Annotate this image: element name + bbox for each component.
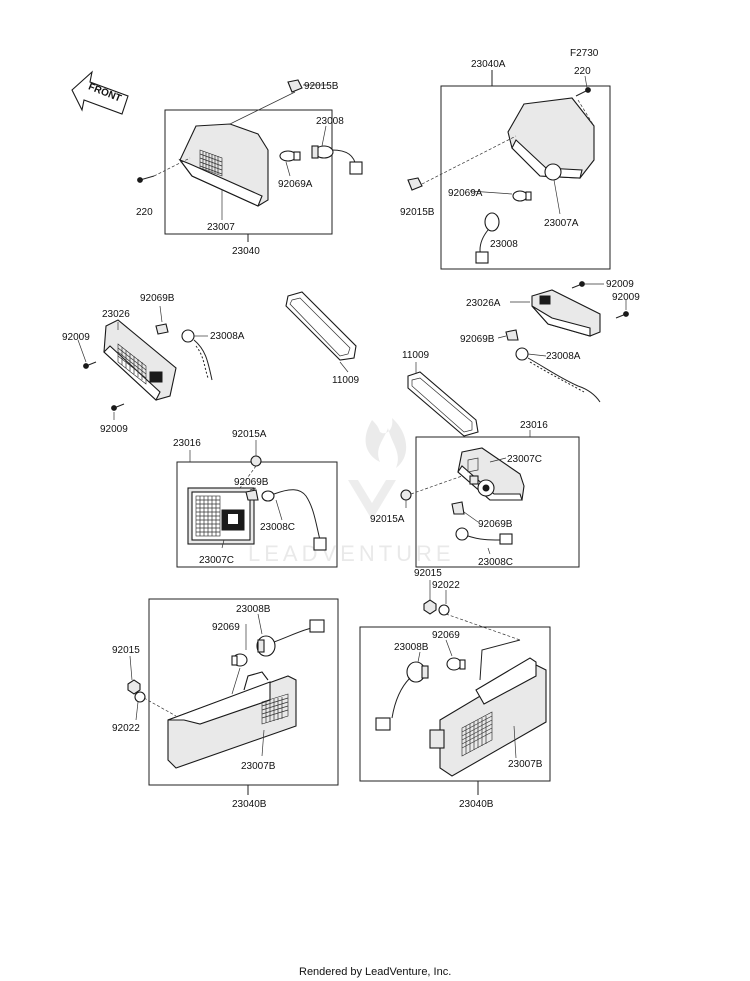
label-92069B: 92069B bbox=[234, 477, 269, 488]
screw-icon bbox=[571, 281, 585, 289]
label-23007C: 23007C bbox=[507, 454, 542, 465]
label-23008B: 23008B bbox=[236, 604, 271, 615]
label-92015A: 92015A bbox=[232, 429, 267, 440]
label-92015: 92015 bbox=[112, 645, 140, 656]
socket-harness-icon bbox=[375, 661, 429, 731]
bulb-icon bbox=[446, 657, 466, 671]
bulb-icon bbox=[245, 489, 259, 501]
washer-icon bbox=[134, 691, 146, 703]
label-92009: 92009 bbox=[606, 279, 634, 290]
leadventure-watermark: LEADVENTURE bbox=[248, 418, 455, 566]
label-92069: 92069 bbox=[432, 630, 460, 641]
label-23026A: 23026A bbox=[466, 298, 501, 309]
lens-grid-icon bbox=[467, 457, 479, 473]
label-23016: 23016 bbox=[173, 438, 201, 449]
clip-icon bbox=[400, 489, 412, 501]
label-23040A: 23040A bbox=[471, 59, 506, 70]
label-23008: 23008 bbox=[316, 116, 344, 127]
label-23026: 23026 bbox=[102, 309, 130, 320]
nut-icon bbox=[127, 679, 141, 695]
bulb-icon bbox=[512, 190, 532, 202]
label-92022: 92022 bbox=[432, 580, 460, 591]
lens-grid-icon bbox=[195, 495, 221, 537]
lens-grid-icon bbox=[199, 149, 223, 177]
assembly-23040B-right: 92015 92022 23008B 92069 23007B 23040B bbox=[359, 568, 551, 810]
label-23040B: 23040B bbox=[459, 799, 494, 810]
screw-icon bbox=[137, 175, 155, 183]
screw-icon bbox=[111, 403, 125, 411]
socket-harness-icon bbox=[455, 527, 513, 545]
footer-credit: Rendered by LeadVenture, Inc. bbox=[299, 966, 451, 978]
assembly-23040B-left: 23008B 92069 92015 92022 23007B 23040B bbox=[112, 598, 339, 810]
bulb-icon bbox=[231, 653, 248, 667]
socket-harness-icon bbox=[475, 212, 500, 264]
socket-harness-icon bbox=[261, 489, 327, 551]
assembly-23026: 92069B 23026 92009 23008A 92009 bbox=[62, 293, 245, 435]
label-23008: 23008 bbox=[490, 239, 518, 250]
label-220: 220 bbox=[574, 66, 591, 77]
nut-icon bbox=[423, 599, 437, 615]
label-92009: 92009 bbox=[62, 332, 90, 343]
label-92009: 92009 bbox=[612, 292, 640, 303]
label-23008C: 23008C bbox=[260, 522, 295, 533]
label-23008A: 23008A bbox=[210, 331, 245, 342]
label-11009: 11009 bbox=[402, 350, 430, 361]
clip-icon bbox=[287, 79, 303, 93]
label-23007A: 23007A bbox=[544, 218, 579, 229]
gasket-11009-lower: 11009 bbox=[402, 350, 479, 437]
washer-icon bbox=[438, 604, 450, 616]
label-23008C: 23008C bbox=[478, 557, 513, 568]
label-92069B: 92069B bbox=[478, 519, 513, 530]
socket-harness-icon bbox=[256, 619, 325, 657]
label-92015B: 92015B bbox=[400, 207, 435, 218]
label-23007: 23007 bbox=[207, 222, 235, 233]
label-23007B: 23007B bbox=[241, 761, 276, 772]
label-23016: 23016 bbox=[520, 420, 548, 431]
label-23040: 23040 bbox=[232, 246, 260, 257]
label-23008B: 23008B bbox=[394, 642, 429, 653]
label-92069B: 92069B bbox=[460, 334, 495, 345]
assembly-23016-left: 23016 92015A 92069B 23008C 23007C bbox=[173, 429, 338, 568]
screw-icon bbox=[615, 311, 629, 319]
label-92069B: 92069B bbox=[140, 293, 175, 304]
label-23007B: 23007B bbox=[508, 759, 543, 770]
assembly-23040: 92015B 23008 92069A 220 23007 23040 bbox=[136, 79, 363, 257]
assembly-23016-right: 23016 23007C 92015A 92069B 23008C bbox=[370, 420, 580, 568]
watermark-text: LEADVENTURE bbox=[248, 541, 455, 566]
assembly-23040A: 23040A 220 92069A 92015B 23007A 23008 bbox=[400, 59, 611, 270]
screw-icon bbox=[575, 87, 591, 97]
lens-grid-icon bbox=[261, 693, 289, 725]
bulb-icon bbox=[505, 329, 519, 341]
clip-icon bbox=[407, 177, 423, 191]
socket-harness-icon bbox=[181, 329, 213, 381]
label-92015A: 92015A bbox=[370, 514, 405, 525]
label-92015: 92015 bbox=[414, 568, 442, 579]
screw-icon bbox=[83, 361, 97, 369]
socket-harness-icon bbox=[311, 145, 363, 175]
label-92069A: 92069A bbox=[278, 179, 313, 190]
label-92069A: 92069A bbox=[448, 188, 483, 199]
label-23008A: 23008A bbox=[546, 351, 581, 362]
lens-grid-icon bbox=[461, 711, 493, 757]
reference-code: F2730 bbox=[570, 48, 599, 59]
bulb-icon bbox=[451, 501, 465, 515]
front-arrow-icon: FRONT bbox=[71, 70, 129, 115]
label-92022: 92022 bbox=[112, 723, 140, 734]
clip-icon bbox=[250, 455, 262, 467]
bulb-icon bbox=[155, 323, 169, 335]
bulb-icon bbox=[279, 150, 301, 162]
label-220: 220 bbox=[136, 207, 153, 218]
assembly-23026A: 92009 23026A 92009 92069B 23008A bbox=[460, 279, 640, 403]
label-23040B: 23040B bbox=[232, 799, 267, 810]
label-11009: 11009 bbox=[332, 375, 360, 386]
label-92009: 92009 bbox=[100, 424, 128, 435]
gasket-11009-upper: 11009 bbox=[285, 291, 360, 386]
lens-grid-icon bbox=[117, 343, 147, 385]
label-23007C: 23007C bbox=[199, 555, 234, 566]
label-92069: 92069 bbox=[212, 622, 240, 633]
label-92015B: 92015B bbox=[304, 81, 339, 92]
